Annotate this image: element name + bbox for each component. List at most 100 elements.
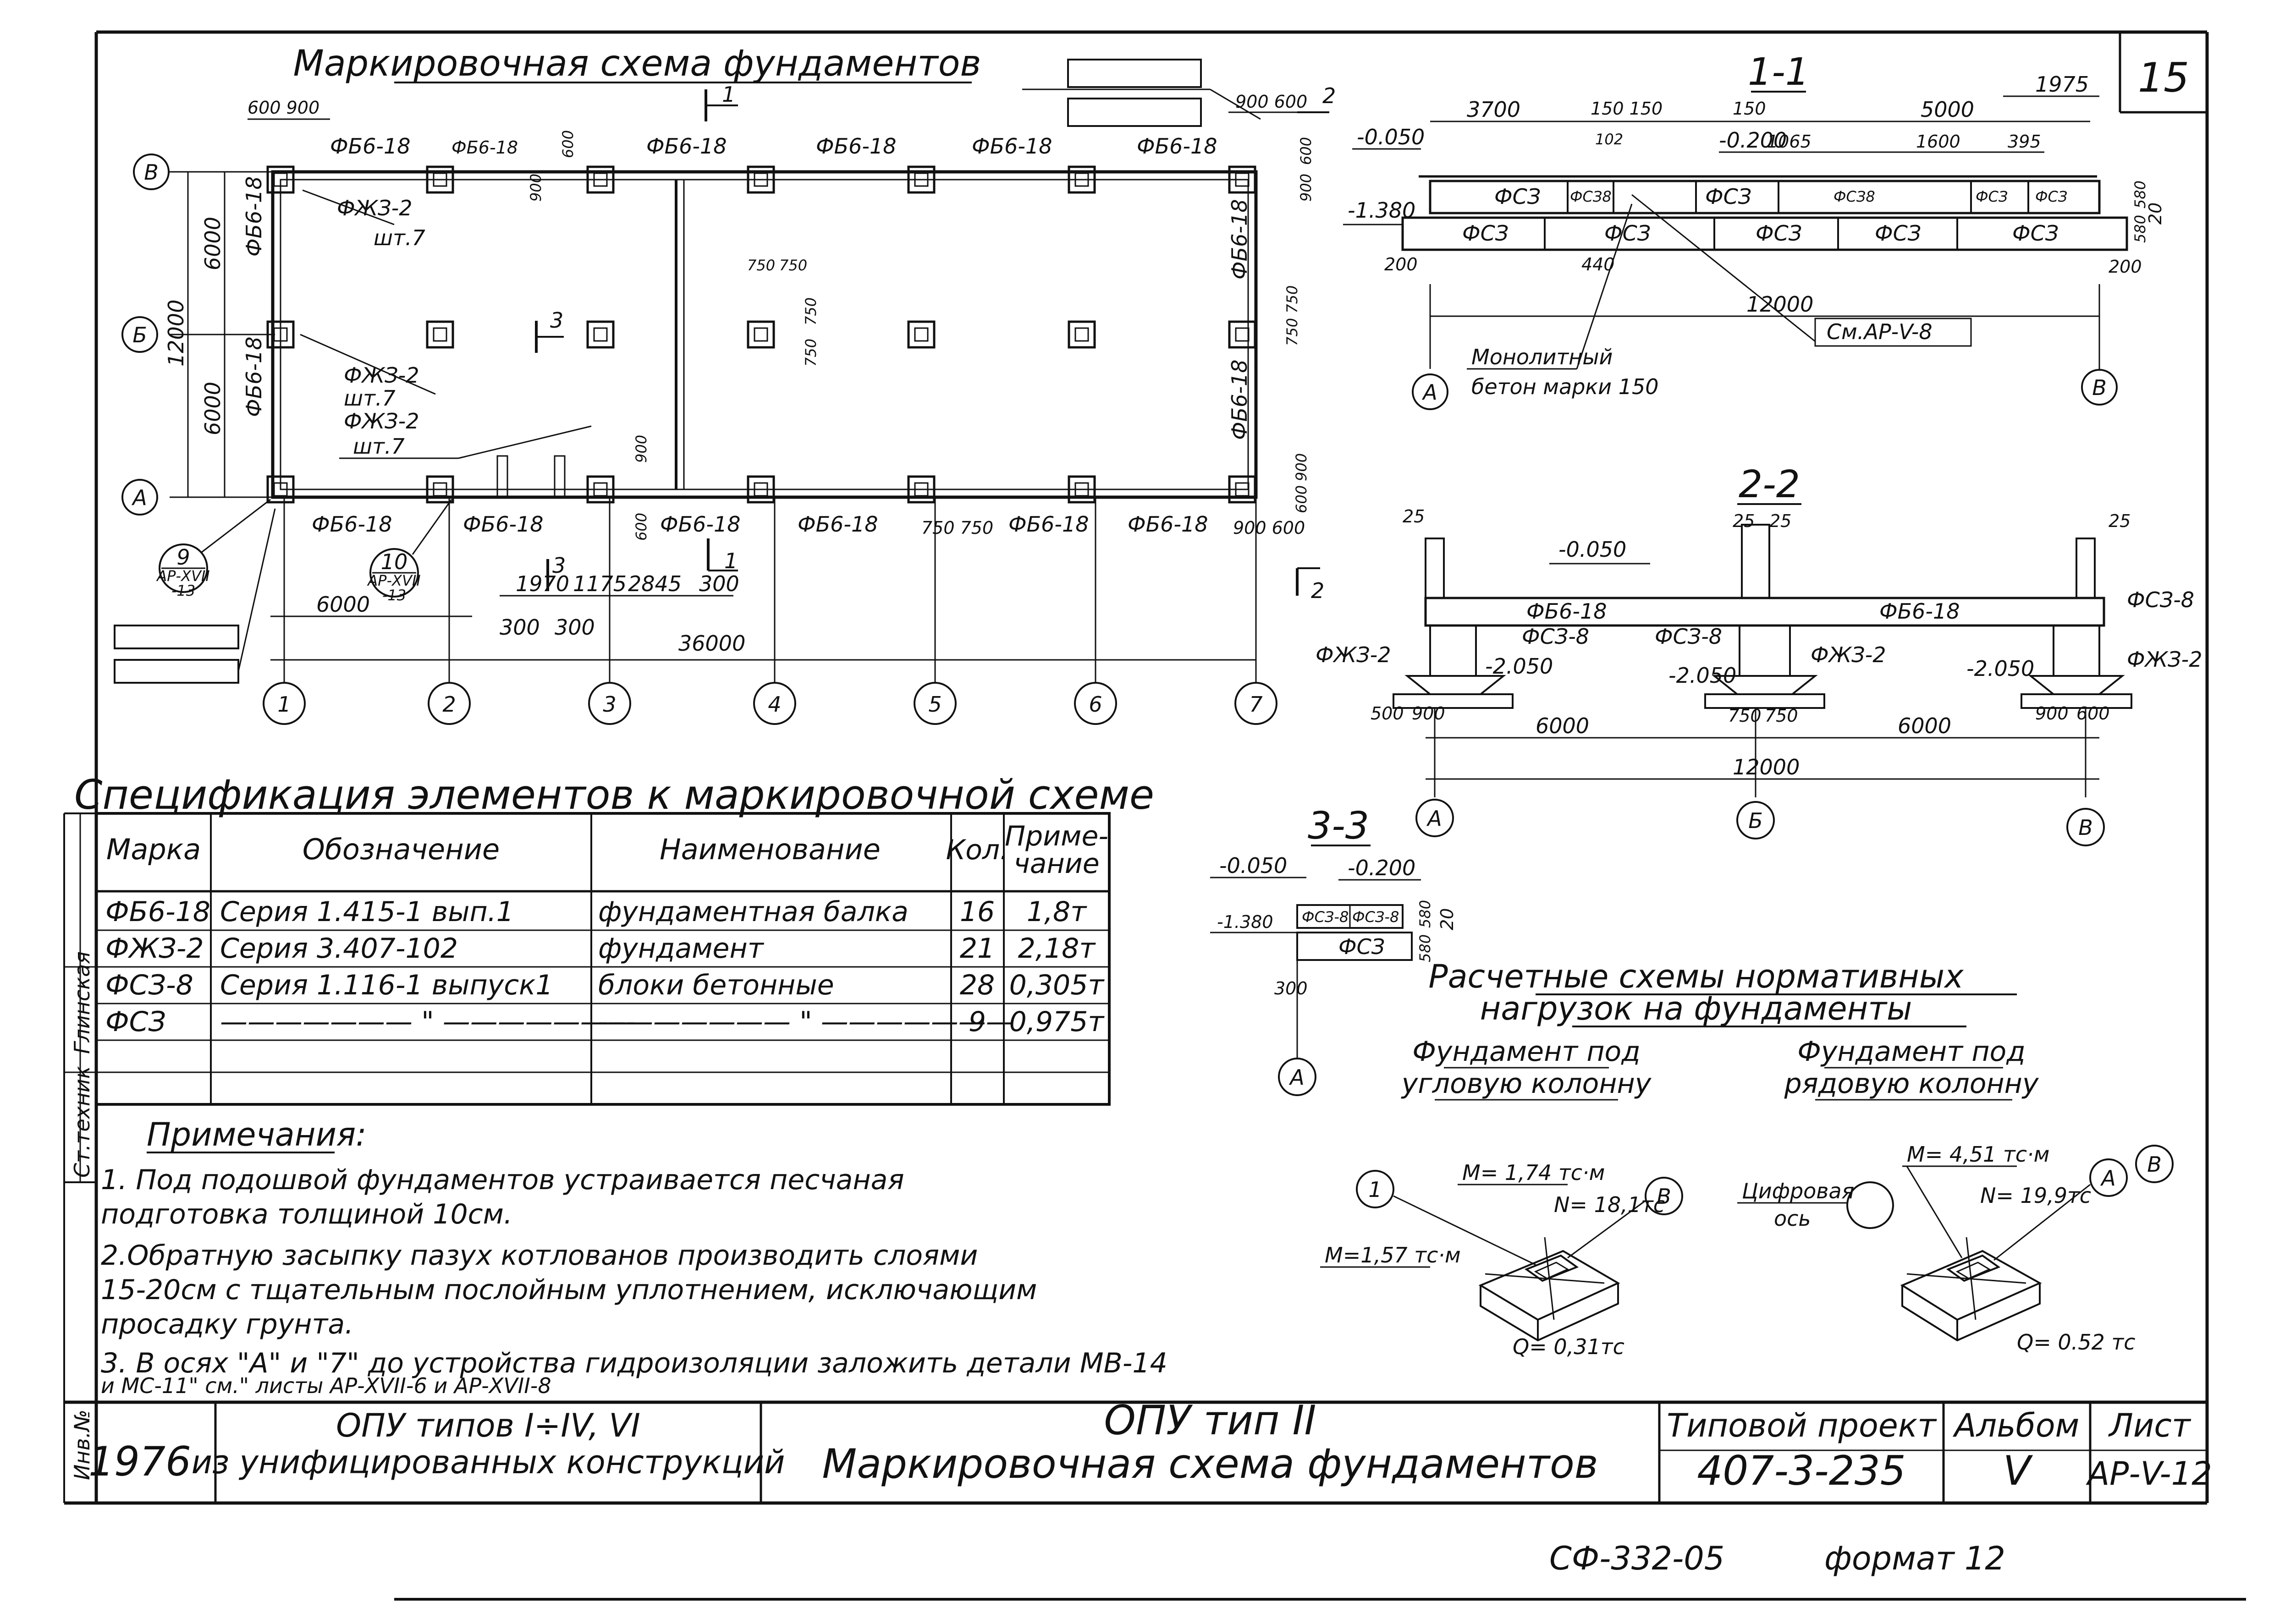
plan-footing	[266, 475, 295, 504]
s22-dim-900-a: 900	[1412, 703, 1445, 724]
plan-dim-750-right: 750 750	[1283, 285, 1301, 346]
s11-block-bot-4: ФСЗ	[1875, 221, 1921, 246]
plan-footing-label-2: ФЖЗ-2	[344, 363, 419, 388]
plan-footing	[426, 475, 454, 504]
plan-axis-number-circle	[428, 682, 471, 725]
plan-footing	[747, 475, 775, 504]
section-2-2: 2-2 ФБ6-18 ФБ6-18 -0.050 -2.050 -2.050 -…	[1316, 463, 2202, 846]
s22-block-3: ФСЗ-8	[2127, 587, 2194, 612]
title-sheet: АР-V-12	[2086, 1455, 2212, 1492]
load-left-axis-1: 1	[1368, 1177, 1382, 1202]
s11-level-1: -0.050	[1357, 125, 1425, 149]
load-left-n: N= 18,1тс	[1554, 1192, 1665, 1217]
plan-beam-top-1: ФБ6-18	[330, 134, 411, 159]
callout-9-number: 9	[176, 545, 190, 570]
plan-footing	[1228, 165, 1256, 194]
s33-level-1: -0.050	[1219, 853, 1287, 878]
s22-level-3: -2.050	[1668, 663, 1736, 688]
plan-axis-number: 6	[1089, 692, 1102, 717]
spec-table-cell: 16	[960, 896, 995, 928]
load-right-n: N= 19,9тс	[1980, 1183, 2091, 1208]
title-mid-2: Маркировочная схема фундаментов	[822, 1440, 1598, 1487]
side-strip-role: Ст.техник	[70, 1066, 94, 1178]
footer-format: формат 12	[1824, 1540, 2005, 1577]
load-right-label-2: ось	[1774, 1206, 1811, 1231]
title-album: V	[2003, 1447, 2033, 1494]
plan-dim-600-900: 600 900	[248, 98, 319, 118]
s11-dim-1600: 1600	[1916, 132, 1960, 152]
foundation-plan: Маркировочная схема фундаментов ФБ6-18 Ф…	[114, 43, 1336, 725]
side-strip-name: Глинская	[70, 951, 94, 1054]
plan-axis-letter-v: В	[144, 160, 159, 185]
s11-dim-1975: 1975	[2035, 72, 2089, 97]
plan-dim-600-b: 600	[1297, 137, 1315, 165]
plan-axis-number: 2	[442, 692, 456, 717]
s22-dim-25-c: 25	[1769, 511, 1791, 531]
spec-table-cell: Серия 1.415-1 вып.1	[220, 896, 514, 928]
spec-table-cell: ФБ6-18	[105, 896, 210, 928]
s11-block-top-5: ФСЗ	[1976, 188, 2008, 205]
s22-block-1: ФСЗ-8	[1522, 624, 1589, 649]
title-left-1: ОПУ типов I÷IV, VI	[336, 1407, 640, 1444]
s11-dim-150-150: 150 150	[1591, 99, 1663, 119]
section-1-1-title: 1-1	[1748, 50, 1809, 94]
s22-dim-750-a: 750	[1728, 706, 1762, 726]
spec-table-cell: ФСЗ	[105, 1006, 166, 1038]
s33-axis-a: А	[1288, 1065, 1304, 1090]
s11-dim-5000: 5000	[1921, 97, 1974, 122]
footer-code: СФ-332-05	[1549, 1540, 1724, 1577]
plan-dim-750-d: 750	[802, 339, 820, 367]
s33-level-3: -1.380	[1217, 912, 1273, 932]
footer: СФ-332-05 формат 12	[1549, 1540, 2005, 1577]
s11-dim-20: 20	[2145, 203, 2165, 225]
s11-dim-580-a: 580	[2131, 181, 2149, 208]
note-line-6: 3. В осях "А" и "7" до устройства гидрои…	[101, 1347, 1167, 1379]
plan-beam-left-1: ФБ6-18	[242, 176, 266, 257]
s22-dim-500: 500	[1371, 703, 1404, 724]
s22-axis-a: А	[1426, 806, 1442, 831]
plan-footing-count-3: шт.7	[353, 434, 405, 459]
plan-section-mark-2-top: 2	[1322, 83, 1336, 108]
sheet-number-box: 15	[2119, 32, 2207, 114]
note-line-2: подготовка толщиной 10см.	[101, 1198, 512, 1230]
plan-axis-number-circle	[1074, 682, 1117, 725]
load-left-axis-2: В	[1657, 1184, 1671, 1209]
plan-dim-6000-b: 6000	[200, 382, 225, 435]
plan-dim-900-d: 900	[1293, 453, 1310, 481]
plan-beam-bot-4: ФБ6-18	[798, 512, 878, 537]
s22-level-2: -2.050	[1485, 654, 1553, 679]
s11-ref: См.АР-V-8	[1827, 319, 1933, 344]
plan-dim-600-a: 600	[559, 130, 577, 158]
s22-footing-2: ФЖЗ-2	[1811, 642, 1886, 667]
plan-beam-top-2: ФБ6-18	[451, 137, 518, 158]
plan-dim-900-600-top: 900 600	[1235, 92, 1307, 112]
s11-block-top-6: ФСЗ	[2035, 188, 2067, 205]
s11-block-top-2: ФСЗ8	[1570, 188, 1612, 205]
plan-footing	[1228, 320, 1256, 349]
plan-axis-number: 3	[603, 692, 616, 717]
spec-table: Спецификация элементов к маркировочной с…	[74, 771, 1154, 1106]
plan-axis-letter-a: А	[131, 485, 147, 510]
loads-title-2: нагрузок на фундаменты	[1480, 990, 1912, 1027]
section-3-3-title: 3-3	[1308, 804, 1369, 848]
plan-axis-number: 7	[1249, 692, 1262, 717]
load-right-axis-1: А	[2100, 1166, 2115, 1191]
plan-axis-number-circle	[588, 682, 631, 725]
plan-dim-750-c: 750	[802, 297, 820, 325]
plan-footing	[426, 320, 454, 349]
section-1-1: 1-1 ФСЗ ФСЗ8 ФСЗ ФСЗ8 ФСЗ ФСЗ ФСЗ ФСЗ ФС…	[1343, 50, 2165, 410]
s22-level-4: -2.050	[1966, 656, 2034, 681]
s11-block-bot-2: ФСЗ	[1604, 221, 1651, 246]
callout-10-number: 10	[381, 549, 408, 574]
plan-dim-300-a: 300	[500, 615, 540, 640]
digital-axis-marker	[1846, 1181, 1894, 1229]
s11-block-bot-5: ФСЗ	[2012, 221, 2059, 246]
plan-dim-900-a: 900	[527, 174, 545, 202]
spec-table-cell: Серия 1.116-1 выпуск1	[220, 969, 553, 1001]
plan-dim-6000-a: 6000	[200, 217, 225, 270]
title-project: 407-3-235	[1697, 1447, 1905, 1494]
plan-axis-number: 1	[277, 692, 291, 717]
